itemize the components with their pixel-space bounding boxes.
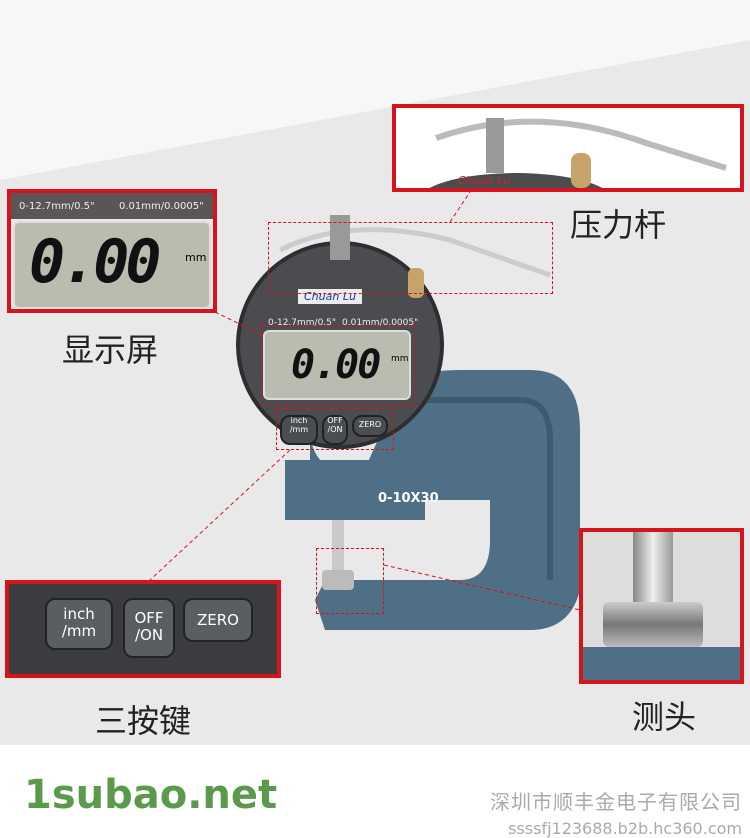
display-highlight bbox=[260, 325, 415, 405]
lever-callout-brand: Chuan Lu bbox=[458, 174, 510, 187]
probe-label: 测头 bbox=[632, 698, 697, 736]
display-callout: 0-12.7mm/0.5" 0.01mm/0.0005" 0.00 mm bbox=[7, 189, 217, 313]
watermark-url: ssssfj123688.b2b.hc360.com bbox=[508, 819, 742, 838]
gauge-range: 0-12.7mm/0.5" bbox=[268, 318, 337, 328]
buttons-label: 三按键 bbox=[95, 702, 192, 740]
gauge-unit: mm bbox=[391, 354, 409, 364]
lever-highlight bbox=[268, 222, 553, 294]
callout-zero-button: ZERO bbox=[183, 598, 253, 642]
callout-range: 0-12.7mm/0.5" bbox=[19, 201, 95, 212]
inch-mm-button[interactable]: inch /mm bbox=[280, 415, 318, 445]
lever-callout: Chuan Lu bbox=[392, 104, 744, 192]
probe-callout bbox=[579, 528, 744, 684]
watermark-company: 深圳市顺丰金电子有限公司 bbox=[490, 790, 742, 814]
callout-lines bbox=[149, 191, 581, 611]
gauge-resolution: 0.01mm/0.0005" bbox=[342, 318, 419, 328]
callout-unit: mm bbox=[185, 251, 207, 264]
callout-resolution: 0.01mm/0.0005" bbox=[119, 201, 204, 212]
watermark-block: 深圳市顺丰金电子有限公司 ssssfj123688.b2b.hc360.com bbox=[490, 786, 742, 838]
display-label: 显示屏 bbox=[62, 331, 159, 369]
callout-off-button: OFF /ON bbox=[123, 598, 175, 658]
callout-inch-button: inch /mm bbox=[45, 598, 113, 650]
watermark-site: 1subao.net bbox=[24, 772, 278, 818]
buttons-callout: inch /mm OFF /ON ZERO bbox=[5, 580, 281, 678]
lever-label: 压力杆 bbox=[570, 206, 667, 244]
zero-button[interactable]: ZERO bbox=[352, 415, 388, 437]
model-label: 0-10X30 bbox=[378, 491, 439, 506]
probe-highlight bbox=[316, 548, 384, 614]
buttons-highlight bbox=[276, 408, 394, 450]
gauge-reading: 0.00 bbox=[291, 342, 381, 388]
off-on-button[interactable]: OFF /ON bbox=[322, 415, 348, 445]
callout-reading: 0.00 bbox=[29, 227, 161, 297]
gauge-lcd: 0.00 mm bbox=[263, 330, 411, 400]
